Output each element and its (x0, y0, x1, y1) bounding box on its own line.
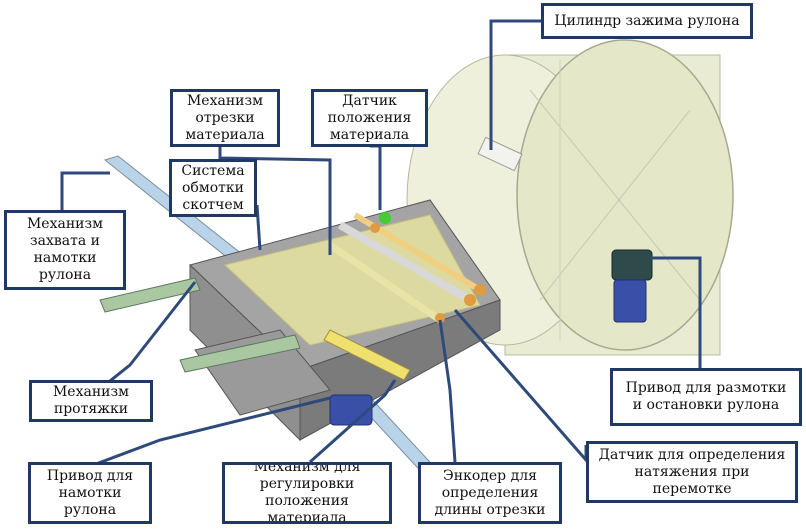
label-tension-sensor: Датчик для определения натяжения при пер… (586, 441, 798, 503)
label-material-position-sensor: Датчик положения материала (311, 89, 428, 147)
label-winding-drive: Привод для намотки рулона (28, 462, 152, 524)
pneumatic-cylinders (99, 136, 523, 381)
label-unwind-stop-drive: Привод для размотки и остановки рулона (610, 368, 802, 426)
label-cut-length-encoder: Энкодер для определения длины отрезки (418, 462, 562, 524)
label-roll-grip-winding: Механизм захвата и намотки рулона (4, 210, 126, 290)
label-pulling-mechanism: Механизм протяжки (29, 380, 153, 422)
label-roll-clamp-cylinder: Цилиндр зажима рулона (541, 3, 753, 39)
label-cutting-mechanism: Механизм отрезки материала (170, 89, 280, 147)
rollers (328, 212, 486, 323)
label-tape-wrap-system: Система обмотки скотчем (169, 159, 257, 217)
label-position-adjust-mechanism: Механизм для регулировки положения матер… (222, 462, 392, 524)
film-web (223, 214, 481, 346)
